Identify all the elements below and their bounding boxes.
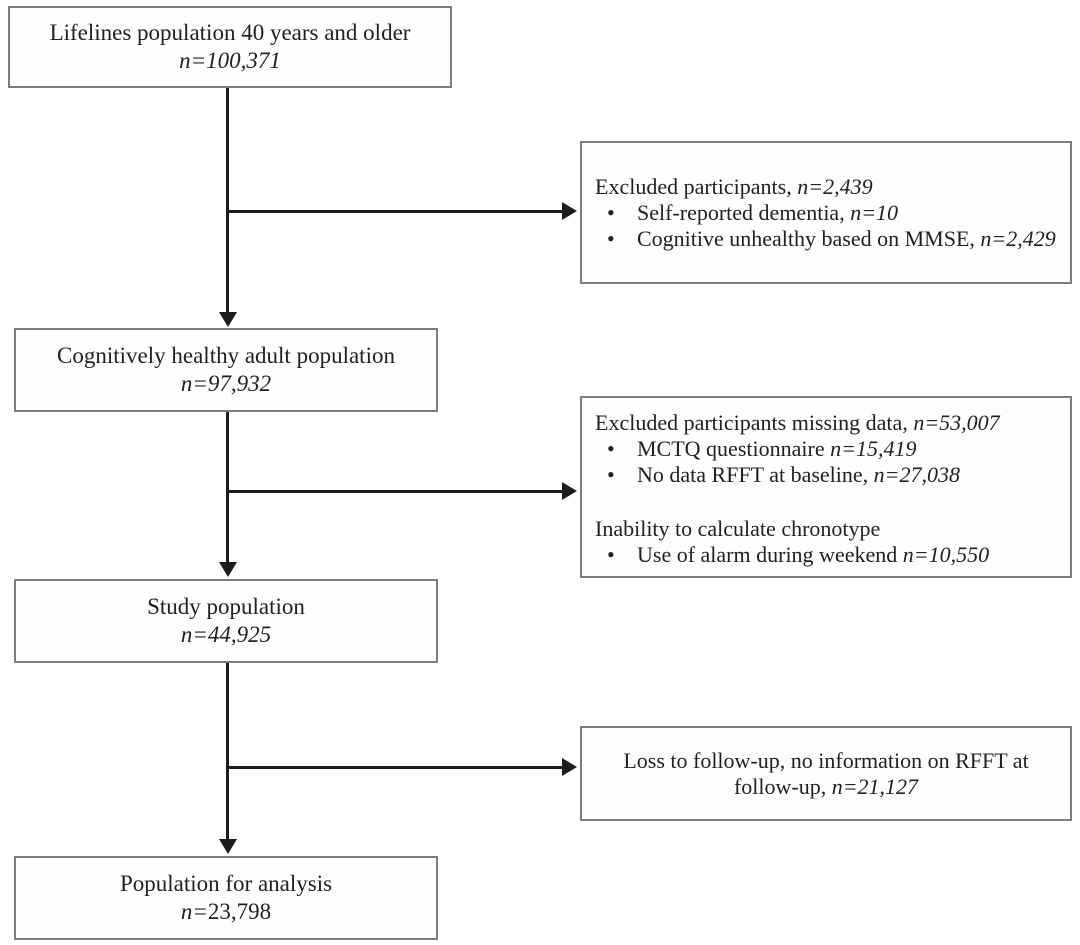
connector-horizontal-1 xyxy=(226,210,562,213)
box-n-count: n=44,925 xyxy=(180,622,272,647)
box-title: Population for analysis xyxy=(119,871,333,896)
connector-vertical-1 xyxy=(226,88,229,314)
exclusion-header: Excluded participants, n=2,439 xyxy=(582,174,1070,200)
box-n-count: n=97,932 xyxy=(180,371,272,396)
item-text: follow-up, xyxy=(733,773,832,799)
connector-horizontal-3 xyxy=(226,766,562,769)
exclusion-item: • Use of alarm during weekend n=10,550 xyxy=(582,542,1070,568)
item-text: Cognitive unhealthy based on MMSE, xyxy=(637,226,981,251)
item-text: No data RFFT at baseline, xyxy=(637,462,874,487)
exclusion-item: • Cognitive unhealthy based on MMSE, n=2… xyxy=(582,226,1070,252)
bullet-icon: • xyxy=(607,436,615,461)
arrowhead-right-icon xyxy=(562,758,577,776)
bullet-icon: • xyxy=(607,542,615,567)
loss-line-2: follow-up, n=21,127 xyxy=(734,774,918,800)
item-n: n=10,550 xyxy=(902,542,990,567)
bullet-text: Use of alarm during weekend n=10,550 xyxy=(637,542,1070,568)
box-title: Lifelines population 40 years and older xyxy=(49,20,411,45)
box-excluded-missing-data: Excluded participants missing data, n=53… xyxy=(580,396,1072,578)
arrowhead-right-icon xyxy=(562,202,577,220)
header-text: Excluded participants missing data, xyxy=(595,410,914,435)
connector-horizontal-2 xyxy=(226,490,562,493)
box-population-for-analysis: Population for analysis n=23,798 xyxy=(14,856,438,940)
box-title: Cognitively healthy adult population xyxy=(57,343,395,368)
connector-vertical-3 xyxy=(226,663,229,840)
bullet-icon: • xyxy=(607,226,615,251)
spacer xyxy=(582,488,1070,516)
item-n: n=15,419 xyxy=(830,436,917,461)
item-n: n=21,127 xyxy=(831,773,919,799)
arrowhead-down-icon xyxy=(219,562,237,577)
arrowhead-down-icon xyxy=(219,312,237,327)
box-loss-to-follow-up: Loss to follow-up, no information on RFF… xyxy=(580,726,1072,821)
loss-line-1: Loss to follow-up, no information on RFF… xyxy=(623,747,1029,773)
exclusion-item: • No data RFFT at baseline, n=27,038 xyxy=(582,462,1070,488)
exclusion-item: • Self-reported dementia, n=10 xyxy=(582,200,1070,226)
item-text: MCTQ questionnaire xyxy=(637,436,831,461)
item-n: n=10 xyxy=(850,200,899,225)
bullet-text: No data RFFT at baseline, n=27,038 xyxy=(637,462,1070,488)
n-value: 23,798 xyxy=(207,899,272,924)
box-excluded-participants: Excluded participants, n=2,439 • Self-re… xyxy=(580,141,1072,284)
bullet-text: Self-reported dementia, n=10 xyxy=(637,200,1070,226)
exclusion-header: Excluded participants missing data, n=53… xyxy=(582,410,1070,436)
exclusion-subheader: Inability to calculate chronotype xyxy=(595,516,881,541)
bullet-icon: • xyxy=(607,200,615,225)
bullet-icon: • xyxy=(607,462,615,487)
item-n: n=2,429 xyxy=(980,226,1056,251)
arrowhead-right-icon xyxy=(562,482,577,500)
header-n: n=53,007 xyxy=(913,410,1000,435)
box-n-count: n=100,371 xyxy=(179,48,281,73)
connector-vertical-2 xyxy=(226,412,229,563)
header-n: n=2,439 xyxy=(797,174,873,199)
box-cognitively-healthy-population: Cognitively healthy adult population n=9… xyxy=(14,328,438,412)
item-n: n=27,038 xyxy=(873,462,961,487)
exclusion-item: • MCTQ questionnaire n=15,419 xyxy=(582,436,1070,462)
arrowhead-down-icon xyxy=(219,839,237,854)
item-text: Self-reported dementia, xyxy=(637,200,851,225)
n-prefix: n= xyxy=(180,899,208,924)
item-text: Use of alarm during weekend xyxy=(637,542,903,567)
box-n-count: n=23,798 xyxy=(181,898,271,926)
box-study-population: Study population n=44,925 xyxy=(14,579,438,663)
bullet-text: Cognitive unhealthy based on MMSE, n=2,4… xyxy=(637,226,1070,252)
box-title: Study population xyxy=(147,594,305,619)
box-lifelines-population: Lifelines population 40 years and older … xyxy=(8,6,452,88)
bullet-text: MCTQ questionnaire n=15,419 xyxy=(637,436,1070,462)
header-text: Excluded participants, xyxy=(595,174,798,199)
